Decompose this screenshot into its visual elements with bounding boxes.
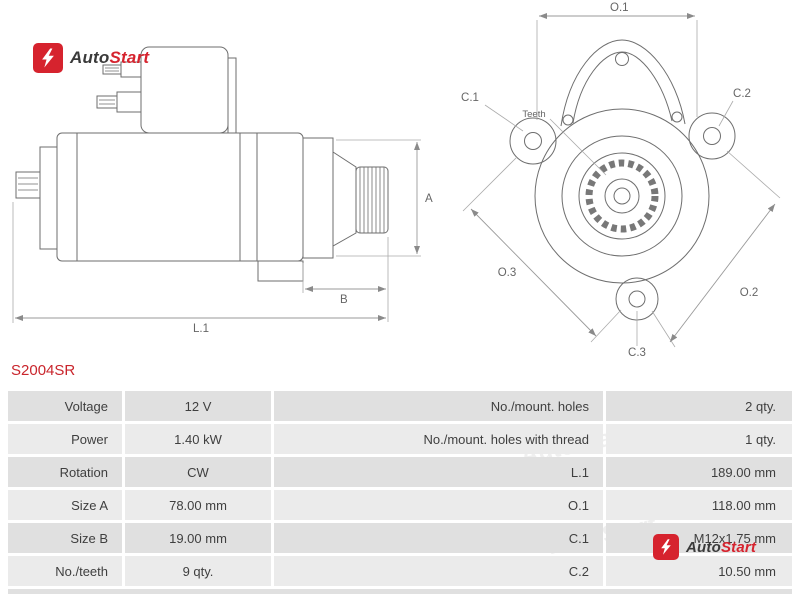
front-view-dimensions: O.1 C.1 C.2 Teeth O.3 O.2 C.3 bbox=[461, 2, 781, 359]
spec-label: No./mount. holes with thread bbox=[274, 424, 603, 454]
spec-label: L.1 bbox=[274, 457, 603, 487]
side-view-drawing bbox=[15, 46, 389, 282]
spec-value: 12 V bbox=[125, 391, 271, 421]
table-row: Size A 78.00 mm O.1 118.00 mm bbox=[8, 490, 792, 520]
spec-value: 1.40 kW bbox=[125, 424, 271, 454]
dimension-label-b: B bbox=[340, 294, 348, 306]
table-row: Power 1.40 kW No./mount. holes with thre… bbox=[8, 424, 792, 454]
spec-value: 19.00 mm bbox=[125, 523, 271, 553]
spec-value: 10.50 mm bbox=[606, 556, 792, 586]
logo-text: AutoStart bbox=[70, 48, 149, 68]
dimension-label-o1: O.1 bbox=[610, 2, 629, 14]
spec-label: O.1 bbox=[274, 490, 603, 520]
lightning-bolt-icon bbox=[661, 539, 671, 555]
dimension-label-o3: O.3 bbox=[498, 267, 517, 279]
logo-box bbox=[33, 43, 63, 73]
table-row-partial bbox=[8, 589, 792, 594]
spec-table: Voltage 12 V No./mount. holes 2 qty. Pow… bbox=[8, 391, 792, 589]
table-row: Size B 19.00 mm C.1 M12x1.75 mm bbox=[8, 523, 792, 553]
spec-label: C.1 bbox=[274, 523, 603, 553]
logo-text-accent: Start bbox=[720, 538, 757, 556]
spec-value: 2 qty. bbox=[606, 391, 792, 421]
teeth-label: Teeth bbox=[522, 109, 545, 120]
logo-text: AutoStart bbox=[686, 539, 756, 556]
logo-text-primary: Auto bbox=[686, 538, 721, 556]
spec-label: Size B bbox=[8, 523, 122, 553]
side-view-dimensions: A B L.1 bbox=[12, 139, 433, 335]
spec-label: Size A bbox=[8, 490, 122, 520]
spec-value: 1 qty. bbox=[606, 424, 792, 454]
dimension-label-a: A bbox=[425, 193, 433, 205]
technical-drawing: A B L.1 bbox=[12, 2, 781, 359]
spec-label: Rotation bbox=[8, 457, 122, 487]
lightning-bolt-icon bbox=[42, 48, 54, 68]
logo-box bbox=[653, 534, 679, 560]
dimension-label-l1: L.1 bbox=[193, 323, 209, 335]
spec-label: Voltage bbox=[8, 391, 122, 421]
autostart-logo: AutoStart bbox=[33, 43, 149, 73]
dimension-label-o2: O.2 bbox=[740, 287, 759, 299]
table-row: No./teeth 9 qty. C.2 10.50 mm bbox=[8, 556, 792, 586]
spec-value: CW bbox=[125, 457, 271, 487]
dimension-label-c3: C.3 bbox=[628, 347, 646, 359]
part-number: S2004SR bbox=[11, 362, 76, 379]
spec-value: 118.00 mm bbox=[606, 490, 792, 520]
spec-value: 9 qty. bbox=[125, 556, 271, 586]
table-row: Voltage 12 V No./mount. holes 2 qty. bbox=[8, 391, 792, 421]
logo-text-accent: Start bbox=[109, 48, 150, 67]
logo-text-primary: Auto bbox=[70, 48, 110, 67]
front-view-drawing bbox=[509, 39, 736, 321]
spec-label: Power bbox=[8, 424, 122, 454]
spec-label: C.2 bbox=[274, 556, 603, 586]
spec-label: No./teeth bbox=[8, 556, 122, 586]
spec-label: No./mount. holes bbox=[274, 391, 603, 421]
autostart-logo: AutoStart bbox=[653, 534, 756, 560]
spec-value: M12x1.75 mm bbox=[606, 523, 792, 553]
dimension-label-c2: C.2 bbox=[733, 88, 751, 100]
spec-value: 78.00 mm bbox=[125, 490, 271, 520]
dimension-label-c1: C.1 bbox=[461, 92, 479, 104]
spec-value: 189.00 mm bbox=[606, 457, 792, 487]
table-row: Rotation CW L.1 189.00 mm bbox=[8, 457, 792, 487]
